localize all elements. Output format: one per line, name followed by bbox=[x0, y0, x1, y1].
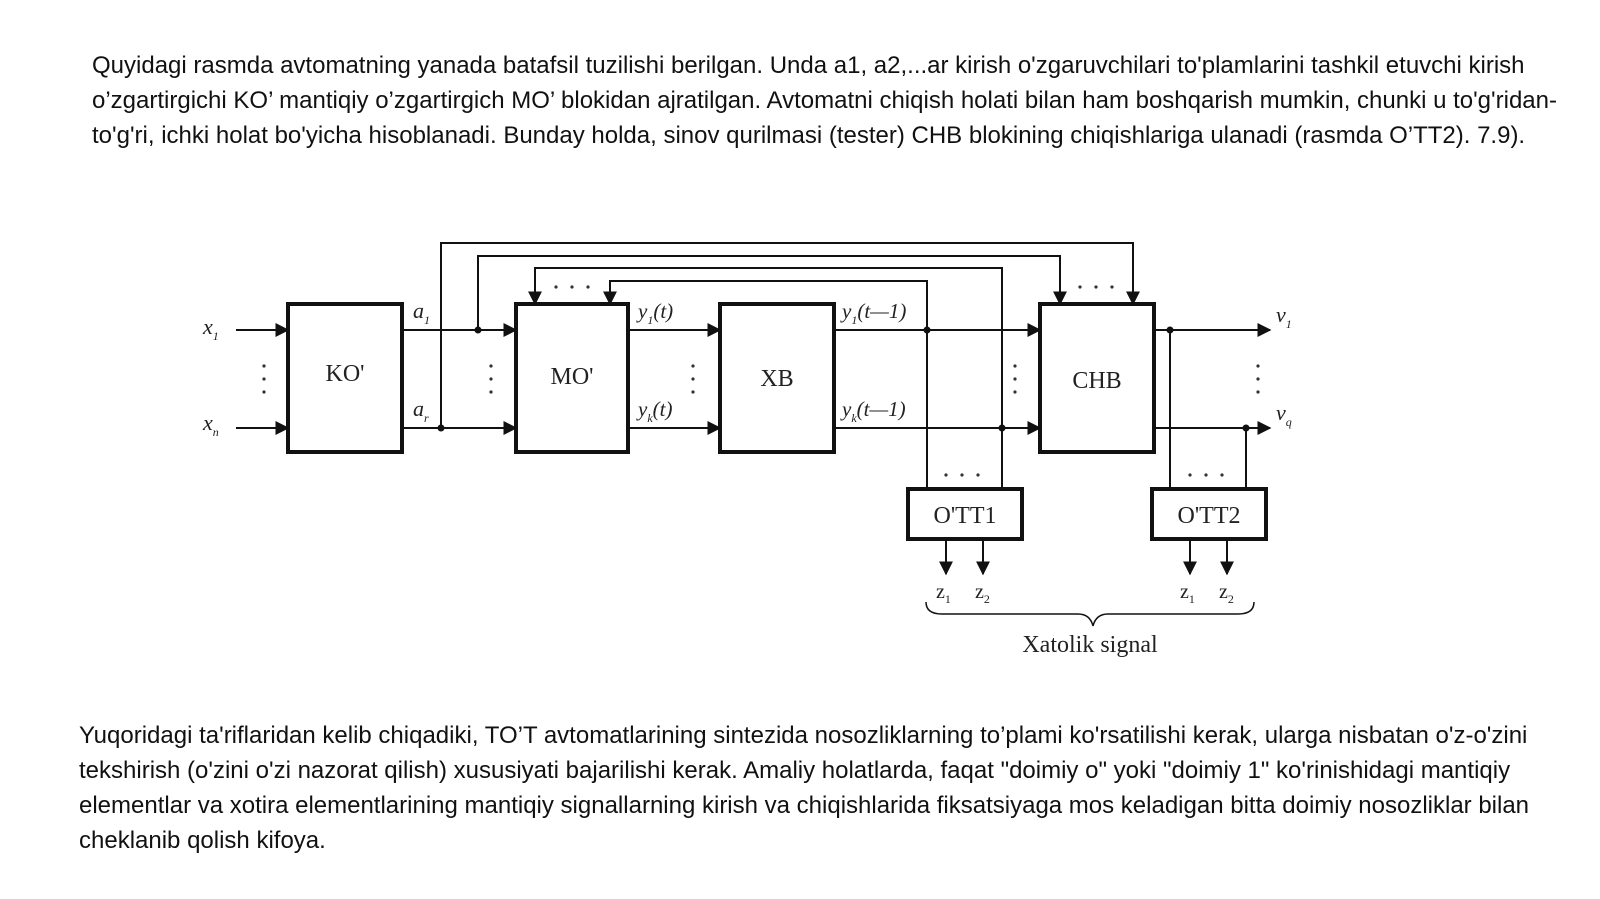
ott2-block bbox=[1150, 487, 1268, 541]
feedback-a1-to-chb bbox=[477, 255, 1067, 330]
junction-dot bbox=[437, 424, 445, 432]
ott2-z2-label: z2 bbox=[1219, 581, 1234, 606]
error-signal-label: Xatolik signal bbox=[1022, 632, 1158, 658]
junction-dot bbox=[998, 424, 1006, 432]
ott1-z1-label: z1 bbox=[936, 581, 951, 606]
error-signal-brace bbox=[925, 601, 1255, 627]
xb-label: XB bbox=[760, 366, 793, 392]
ott2-label: O'TT2 bbox=[1178, 503, 1241, 529]
intro-paragraph: Quyidagi rasmda avtomatning yanada bataf… bbox=[92, 52, 1557, 149]
y1t1-label: y1(t—1) bbox=[840, 299, 906, 327]
a1-label: a1 bbox=[413, 298, 430, 327]
xn-label: xn bbox=[202, 410, 219, 439]
ott1-block bbox=[906, 487, 1024, 541]
ott2-z1-label: z1 bbox=[1180, 581, 1195, 606]
xb-block bbox=[718, 302, 836, 454]
ko-block bbox=[286, 302, 404, 454]
chb-block bbox=[1038, 302, 1156, 454]
ott1-z2-label: z2 bbox=[975, 581, 990, 606]
x1-label: x1 bbox=[202, 314, 219, 343]
mo-block bbox=[514, 302, 630, 454]
ko-label: KO' bbox=[326, 361, 365, 387]
mo-label: MO' bbox=[551, 364, 594, 390]
conclusion-paragraph: Yuqoridagi ta'riflaridan kelib chiqadiki… bbox=[79, 722, 1530, 854]
ellipsis-dots bbox=[262, 285, 1260, 477]
v1-label: v1 bbox=[1276, 302, 1292, 331]
feedback-ar-to-chb bbox=[440, 242, 1140, 428]
junction-dot bbox=[923, 326, 931, 334]
junction-dot bbox=[1242, 424, 1250, 432]
feedback-xb-to-mo-1 bbox=[528, 267, 1003, 428]
vq-label: vq bbox=[1276, 400, 1292, 429]
chb-label: CHB bbox=[1072, 368, 1121, 394]
y1t-label: y1(t) bbox=[636, 299, 673, 327]
ykt-label: yk(t) bbox=[636, 397, 672, 425]
ott1-label: O'TT1 bbox=[934, 503, 997, 529]
junction-dot bbox=[474, 326, 482, 334]
junction-dot bbox=[1166, 326, 1174, 334]
ar-label: ar bbox=[413, 396, 429, 425]
feedback-xb-to-mo-2 bbox=[603, 280, 928, 330]
ykt1-label: yk(t—1) bbox=[840, 397, 906, 425]
